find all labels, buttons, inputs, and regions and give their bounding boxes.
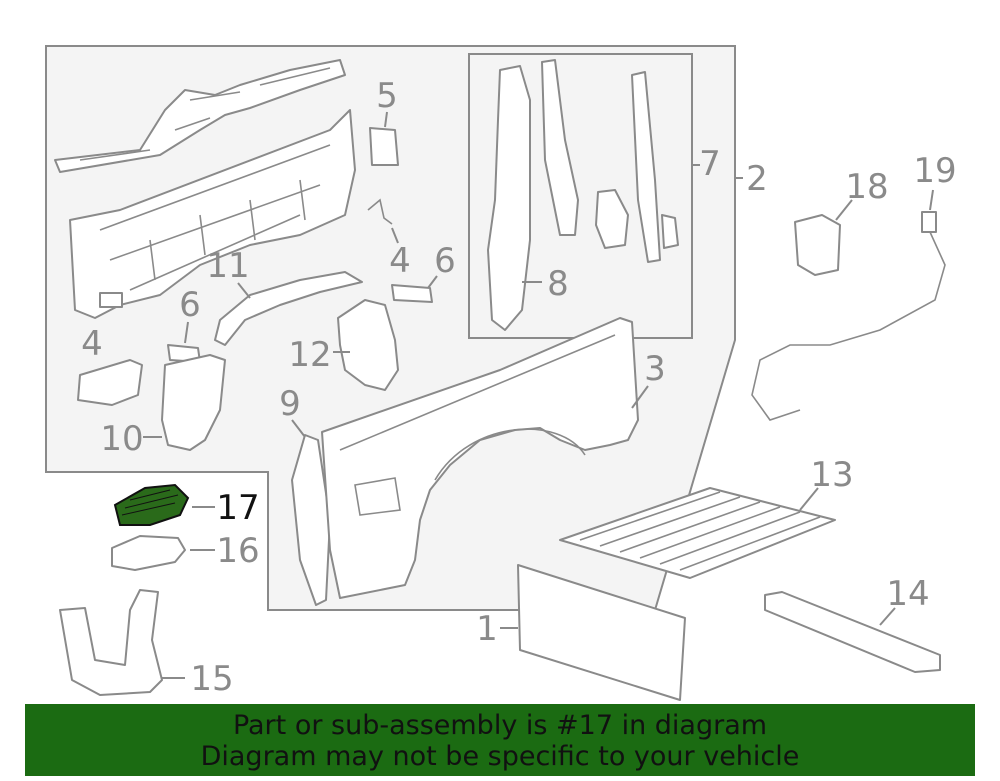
part-12 — [337, 299, 399, 391]
callout-13: 13 — [810, 455, 853, 495]
part-5 — [369, 127, 399, 166]
callout-3: 3 — [644, 349, 666, 389]
banner-line-2: Diagram may not be specific to your vehi… — [200, 741, 800, 772]
callout-10: 10 — [100, 419, 143, 459]
part-18 — [794, 214, 841, 276]
part-8-pillars — [487, 59, 679, 331]
callout-19: 19 — [913, 151, 956, 191]
part-4-bracket — [367, 198, 393, 225]
callout-18: 18 — [845, 167, 888, 207]
callout-15: 15 — [190, 659, 233, 699]
part-19-harness — [751, 211, 946, 421]
callout-11: 11 — [206, 246, 249, 286]
part-13-floor — [559, 487, 836, 579]
part-10 — [161, 354, 226, 451]
callout-12: 12 — [288, 335, 331, 375]
callout-7: 7 — [699, 144, 721, 184]
callout-4-left: 4 — [81, 324, 103, 364]
part-15-bracket — [59, 589, 163, 696]
callout-14: 14 — [886, 574, 929, 614]
callout-16: 16 — [216, 531, 259, 571]
part-front-rail — [54, 59, 346, 173]
info-banner: Part or sub-assembly is #17 in diagram D… — [25, 704, 975, 776]
part-4-clip — [99, 292, 123, 308]
callout-9: 9 — [279, 384, 301, 424]
callout-5: 5 — [376, 76, 398, 116]
banner-line-1: Part or sub-assembly is #17 in diagram — [232, 710, 768, 741]
part-6-right — [391, 284, 433, 303]
part-17-highlighted — [113, 483, 190, 526]
part-1 — [517, 564, 686, 701]
part-16 — [111, 535, 186, 571]
part-3-side-panel — [321, 317, 639, 599]
part-9 — [291, 434, 331, 606]
callout-4-mid: 4 — [389, 241, 411, 281]
callout-6-left: 6 — [179, 285, 201, 325]
part-front-panel — [69, 109, 356, 319]
callout-2: 2 — [746, 159, 768, 199]
callout-1: 1 — [476, 609, 498, 649]
part-bracket-left — [77, 359, 143, 406]
part-14 — [764, 591, 941, 673]
part-11-wheelhouse — [214, 271, 363, 346]
callout-17: 17 — [216, 488, 259, 528]
callout-8: 8 — [547, 264, 569, 304]
callout-6-right: 6 — [434, 241, 456, 281]
